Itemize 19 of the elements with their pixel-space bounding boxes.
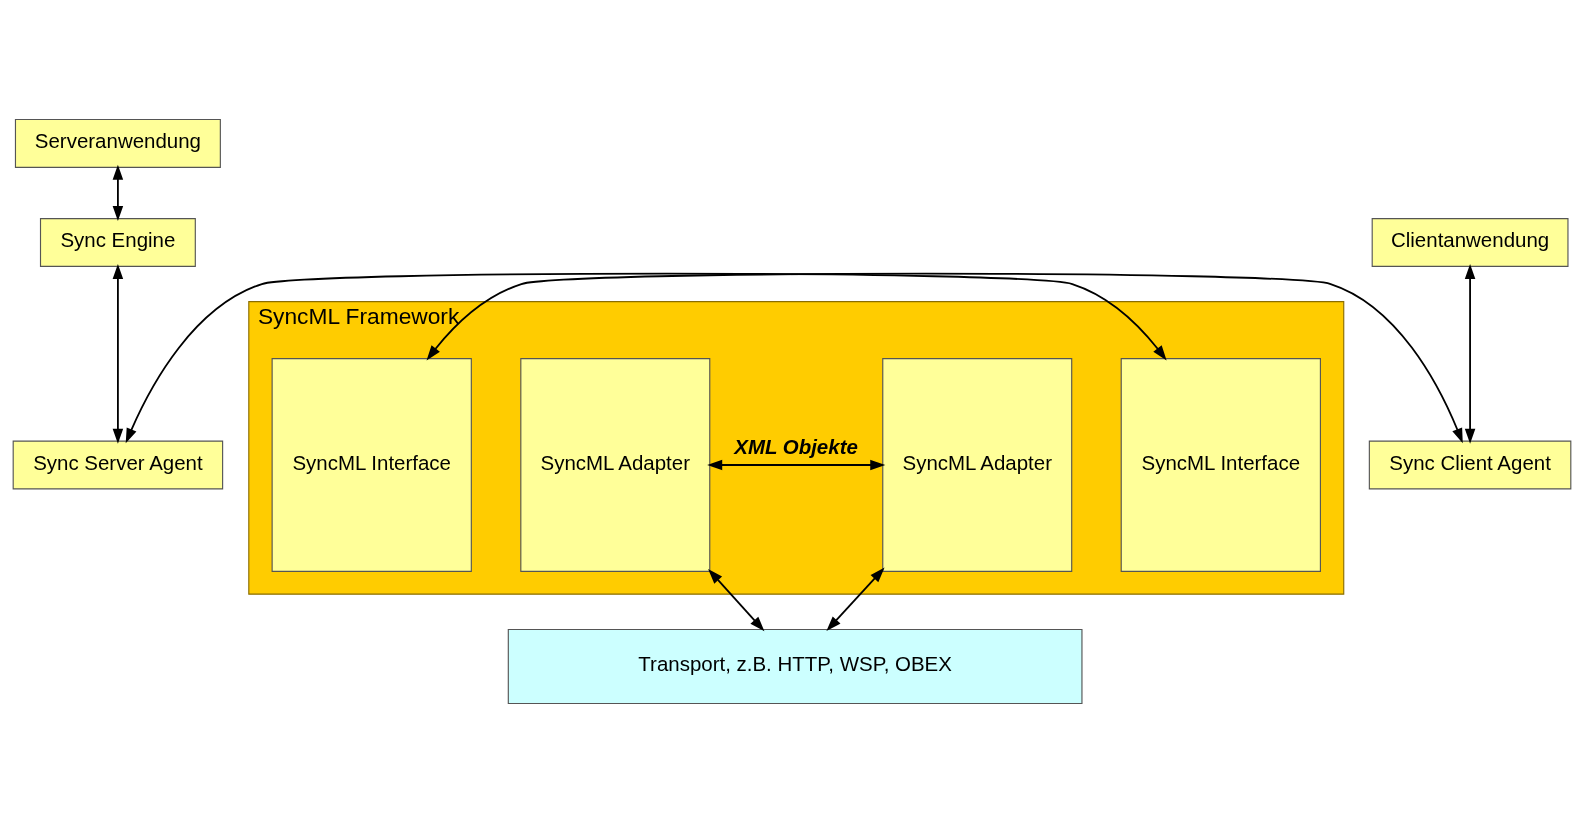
- node-box: Transport, z.B. HTTP, WSP, OBEX: [507, 628, 1083, 705]
- arrow: [125, 272, 1167, 444]
- node-box: Serveranwendung: [14, 119, 221, 168]
- node-box: Sync Engine: [39, 218, 196, 267]
- node-box: Sync Server Agent: [12, 440, 224, 490]
- arrow: [1464, 264, 1476, 444]
- edge-label: XML Objekte: [734, 435, 858, 459]
- arrow: [708, 568, 765, 632]
- node-box: Clientanwendung: [1371, 218, 1569, 267]
- arrow: [707, 459, 886, 471]
- node-box: SyncML Adapter: [882, 358, 1073, 572]
- arrow: [426, 272, 1463, 444]
- node-box: SyncML Interface: [1120, 358, 1321, 572]
- arrow: [112, 264, 124, 444]
- node-box: Sync Client Agent: [1368, 440, 1572, 490]
- arrow: [112, 164, 124, 221]
- node-box: SyncML Adapter: [520, 358, 711, 572]
- node-box: SyncML Interface: [271, 358, 472, 572]
- arrow: [826, 567, 885, 632]
